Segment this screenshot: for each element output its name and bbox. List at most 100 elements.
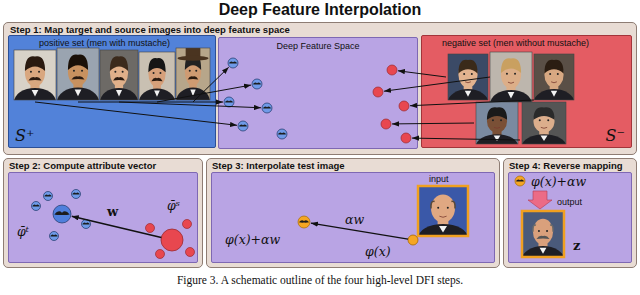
mustache-point (229, 61, 238, 63)
face-photo (557, 73, 559, 75)
mapping-arrow (311, 223, 408, 239)
step-panel: φ̄ᵗwφ̄ˢStep 2: Compute attribute vector (3, 158, 203, 268)
face-photo (151, 78, 162, 81)
face-photo (32, 90, 39, 97)
mustache-point (515, 176, 525, 186)
face-photo (514, 73, 516, 75)
mustache-point (238, 121, 248, 131)
mapping-arrow (398, 71, 446, 77)
face-photo (110, 59, 128, 87)
face-photo (540, 248, 547, 254)
feature-point (408, 235, 418, 245)
reverse-arrow (528, 191, 552, 209)
mean-point (161, 229, 183, 251)
face-photo (153, 83, 161, 93)
face-photo (551, 81, 557, 83)
face-photo (139, 89, 175, 100)
face-photo (439, 216, 446, 217)
mustache-point (72, 193, 80, 195)
face-photo (544, 62, 563, 88)
vector-label: αw (345, 213, 364, 227)
step-heading: Step 2: Compute attribute vector (9, 161, 156, 172)
face-photo (540, 136, 547, 141)
mapping-arrow (384, 77, 490, 91)
mapping-arrow (78, 102, 223, 103)
step-heading: Step 1: Map target and source images int… (10, 25, 290, 36)
face-photo (153, 72, 155, 74)
mustache-point (263, 106, 272, 108)
face-photo (539, 119, 541, 121)
face-photo (490, 52, 532, 102)
face-photo (458, 62, 477, 88)
photo-frame (139, 52, 175, 100)
mustache-point (224, 97, 234, 107)
step2-illustration (32, 190, 195, 259)
photo-frame (448, 54, 488, 100)
face-photo (177, 56, 208, 61)
mustache-point (262, 103, 272, 113)
face-photo (188, 76, 199, 79)
face-photo (465, 91, 471, 97)
face-photo (100, 50, 138, 100)
mustache-point (239, 124, 248, 126)
face-photo (492, 119, 494, 121)
image-label: input (429, 174, 449, 184)
feature-space-area: φ(x)+αw output z (508, 172, 632, 263)
face-photo (533, 225, 553, 232)
face-photo (534, 89, 574, 100)
feature-space-area: inputφ(x)+αwαwφ(x) (211, 172, 495, 263)
face-photo (71, 76, 84, 79)
face-photo (25, 56, 45, 71)
mapping-arrow (157, 85, 251, 102)
mustache-point (82, 223, 90, 225)
photo-frame (57, 48, 99, 100)
face-photo (533, 109, 554, 133)
mustache-point (516, 179, 525, 181)
image-symbol: z (573, 239, 580, 254)
face-photo (115, 82, 123, 92)
mapping-arrow (72, 216, 162, 237)
mustache-point (298, 216, 310, 228)
face-photo (28, 77, 41, 80)
feature-point (146, 224, 155, 233)
face-photo (551, 91, 557, 97)
face-photo (522, 211, 564, 257)
vector-label: w (107, 205, 118, 220)
face-photo (549, 73, 551, 75)
face-photo (463, 73, 465, 75)
face-photo (506, 84, 515, 94)
negative-set-box: negative set (men without mustache)S⁻ (421, 35, 632, 148)
mustache-point (252, 79, 262, 89)
face-photo (148, 60, 165, 87)
point-label: φ(x)+αw (531, 175, 586, 189)
mustache-point (53, 205, 71, 223)
face-photo (68, 54, 88, 70)
face-photo (100, 50, 138, 100)
photo-frame (100, 50, 138, 100)
mustache-point (50, 232, 59, 241)
image-label: output (557, 197, 582, 207)
mustache-point (53, 205, 71, 223)
photo-frame (418, 186, 468, 236)
face-photo (522, 211, 564, 257)
face-photo (533, 107, 554, 120)
face-photo (448, 89, 488, 100)
face-photo (176, 48, 210, 100)
mapping-arrow (35, 102, 237, 125)
mustache-point (298, 216, 310, 228)
face-photo (487, 109, 507, 133)
mustache-point (277, 129, 287, 139)
set-symbol: S⁺ (15, 127, 34, 145)
face-photo (68, 57, 88, 86)
face-photo (538, 241, 547, 250)
face-photo (508, 92, 515, 99)
face-photo (508, 82, 514, 83)
step-panel: φ(x)+αwoutputzStep 4: Reverse mapping (503, 158, 637, 268)
face-photo (494, 127, 500, 129)
face-photo (176, 87, 210, 100)
face-photo (533, 219, 553, 245)
mustache-point (82, 220, 91, 229)
point-label: φ(x) (365, 245, 391, 259)
face-photo (544, 60, 563, 74)
